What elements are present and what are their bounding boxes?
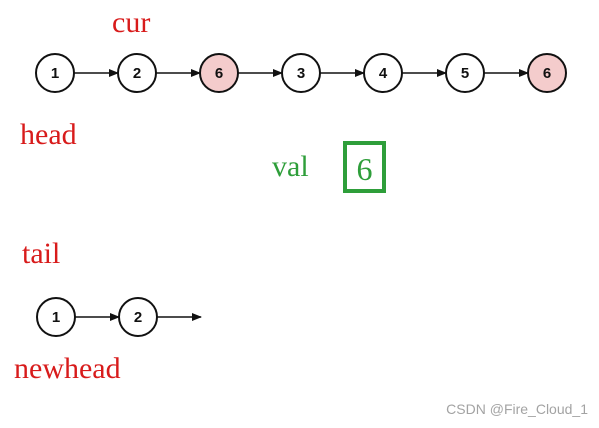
cur-label: cur	[112, 6, 150, 39]
node-value: 3	[297, 65, 305, 82]
node-value: 2	[133, 65, 141, 82]
original-list: 1 2 6 3 4 5 6	[35, 53, 567, 93]
node-circle	[445, 53, 485, 93]
val-value: 6	[357, 151, 373, 187]
val-box	[343, 141, 386, 193]
list-node: 6	[527, 53, 567, 93]
node-value: 6	[543, 65, 551, 82]
watermark: CSDN @Fire_Cloud_1	[446, 401, 588, 417]
list-node: 4	[363, 53, 403, 93]
list-node: 5	[445, 53, 485, 93]
head-label: head	[20, 118, 77, 151]
list-node: 6	[199, 53, 239, 93]
node-value: 5	[461, 65, 469, 82]
list-node: 1	[36, 297, 76, 337]
list-node: 2	[117, 53, 157, 93]
list-node: 2	[118, 297, 158, 337]
newhead-label: newhead	[14, 352, 121, 385]
node-circle	[117, 53, 157, 93]
list-node: 3	[281, 53, 321, 93]
node-value: 4	[379, 65, 388, 82]
node-circle	[36, 297, 76, 337]
node-value: 2	[134, 309, 142, 326]
node-circle	[281, 53, 321, 93]
node-value: 1	[52, 309, 60, 326]
tail-label: tail	[22, 237, 60, 270]
highlighted-node-circle	[199, 53, 239, 93]
node-circle	[363, 53, 403, 93]
list-node: 1	[35, 53, 75, 93]
val-label: val	[272, 150, 309, 183]
node-value: 1	[51, 65, 59, 82]
highlighted-node-circle	[527, 53, 567, 93]
node-value: 6	[215, 65, 223, 82]
node-circle	[118, 297, 158, 337]
node-circle	[35, 53, 75, 93]
